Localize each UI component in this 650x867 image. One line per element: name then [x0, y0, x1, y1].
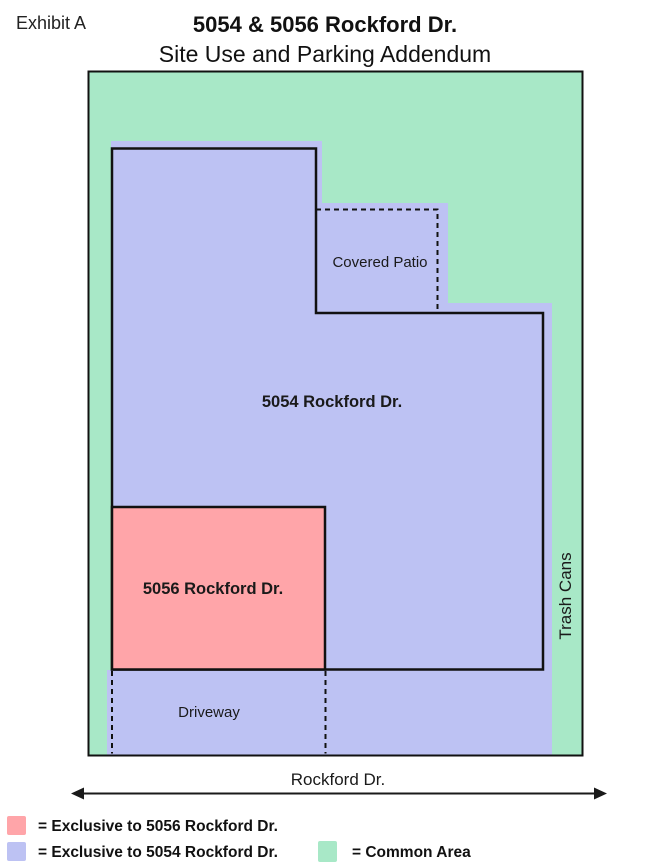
legend-label-5054: = Exclusive to 5054 Rockford Dr.: [38, 844, 278, 861]
arrow-right-head: [594, 787, 607, 800]
legend-label-5056: = Exclusive to 5056 Rockford Dr.: [38, 818, 278, 835]
covered-patio-dashed-boundary: [316, 208, 439, 312]
covered-patio-label: Covered Patio: [332, 254, 427, 271]
arrow-left-head: [71, 787, 84, 800]
page-subtitle: Site Use and Parking Addendum: [158, 41, 492, 67]
unit-5056-label: 5056 Rockford Dr.: [143, 580, 283, 598]
page-title: 5054 & 5056 Rockford Dr.: [192, 12, 458, 37]
exhibit-label: Exhibit A: [16, 13, 87, 33]
street-extent-arrow: [71, 787, 607, 800]
legend-swatch-5054: [7, 842, 26, 861]
unit-5056-region: [110, 505, 327, 671]
street-label: Rockford Dr.: [291, 770, 385, 789]
legend-label-common-area: = Common Area: [352, 844, 471, 861]
driveway-label: Driveway: [178, 704, 240, 721]
trash-cans-label: Trash Cans: [556, 552, 575, 639]
legend-swatch-common-area: [318, 841, 337, 862]
legend-swatch-5056: [7, 816, 26, 835]
site-plan-diagram: Covered Patio 5054 Rockford Dr. 5056 Roc…: [71, 70, 607, 800]
unit-5054-label: 5054 Rockford Dr.: [262, 393, 402, 411]
